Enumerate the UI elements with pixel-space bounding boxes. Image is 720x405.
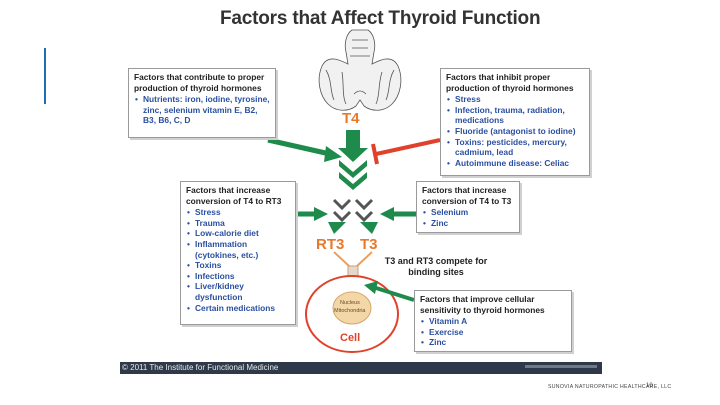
t3-label: T3 <box>360 236 378 253</box>
list-item: Fluoride (antagonist to iodine) <box>447 126 584 137</box>
rt3-factor-arrow <box>292 207 328 221</box>
split-chevrons <box>332 198 374 223</box>
copyright-text: © 2011 The Institute for Functional Medi… <box>122 363 279 372</box>
compete-caption: T3 and RT3 compete for binding sites <box>384 256 488 277</box>
list-item: Selenium <box>423 207 514 218</box>
list-item: Inflammation (cytokines, etc.) <box>187 239 290 260</box>
list-item: Stress <box>447 94 584 105</box>
receptor-icon <box>347 265 359 277</box>
sensitivity-heading: Factors that improve cellular sensitivit… <box>420 294 545 315</box>
rt3-heading: Factors that increase conversion of T4 t… <box>186 185 282 206</box>
cell-label: Cell <box>340 332 361 344</box>
page-number: 10 <box>646 383 653 389</box>
t4-down-arrow <box>338 130 368 190</box>
list-item: Infections <box>187 271 290 282</box>
diagram-title: Factors that Affect Thyroid Function <box>220 8 541 29</box>
contribute-arrow <box>267 137 342 162</box>
list-item: Certain medications <box>187 303 290 314</box>
nucleus-icon <box>332 291 372 325</box>
diagram-graphics <box>267 29 441 353</box>
rt3-label: RT3 <box>316 236 345 253</box>
contribute-heading: Factors that contribute to proper produc… <box>134 72 265 93</box>
t3-list: Selenium Zinc <box>422 207 514 228</box>
rt3-list: Stress Trauma Low-calorie diet Inflammat… <box>186 207 290 313</box>
list-item: Liver/kidney dysfunction <box>187 281 290 302</box>
list-item: Vitamin A <box>421 316 566 327</box>
rt3-factors-box: Factors that increase conversion of T4 t… <box>180 181 296 325</box>
list-item: Nutrients: iron, iodine, tyrosine, zinc,… <box>135 94 270 126</box>
list-item: Trauma <box>187 218 290 229</box>
contribute-factors-box: Factors that contribute to proper produc… <box>128 68 276 138</box>
sensitivity-list: Vitamin A Exercise Zinc <box>420 316 566 348</box>
inhibit-line <box>371 138 441 165</box>
list-item: Autoimmune disease: Celiac <box>447 158 584 169</box>
list-item: Low-calorie diet <box>187 228 290 239</box>
t3-heading: Factors that increase conversion of T4 t… <box>422 185 512 206</box>
inhibit-factors-box: Factors that inhibit proper production o… <box>440 68 590 176</box>
sensitivity-arrow <box>364 281 415 302</box>
list-item: Zinc <box>423 218 514 229</box>
inhibit-heading: Factors that inhibit proper production o… <box>446 72 574 93</box>
thyroid-diagram: Factors that Affect Thyroid Function <box>120 0 602 374</box>
slide-accent-bar <box>44 48 46 104</box>
t3-factor-arrow <box>380 207 416 221</box>
split-arrowheads <box>328 222 378 234</box>
copyright-band: © 2011 The Institute for Functional Medi… <box>120 362 602 374</box>
thyroid-gland-icon <box>318 29 402 111</box>
sensitivity-factors-box: Factors that improve cellular sensitivit… <box>414 290 572 352</box>
list-item: Stress <box>187 207 290 218</box>
list-item: Zinc <box>421 337 566 348</box>
t3-factors-box: Factors that increase conversion of T4 t… <box>416 181 520 233</box>
slide-footer: SUNOVIA NATUROPATHIC HEALTHCARE, LLC <box>548 384 672 390</box>
list-item: Toxins <box>187 260 290 271</box>
contribute-list: Nutrients: iron, iodine, tyrosine, zinc,… <box>134 94 270 126</box>
list-item: Toxins: pesticides, mercury, cadmium, le… <box>447 137 584 158</box>
band-decoration <box>525 365 597 368</box>
nucleus-label: Nucleus <box>340 300 360 306</box>
inhibit-list: Stress Infection, trauma, radiation, med… <box>446 94 584 168</box>
mitochondria-label: Mitochondria <box>334 308 366 314</box>
list-item: Exercise <box>421 327 566 338</box>
list-item: Infection, trauma, radiation, medication… <box>447 105 584 126</box>
t4-label: T4 <box>342 110 360 127</box>
